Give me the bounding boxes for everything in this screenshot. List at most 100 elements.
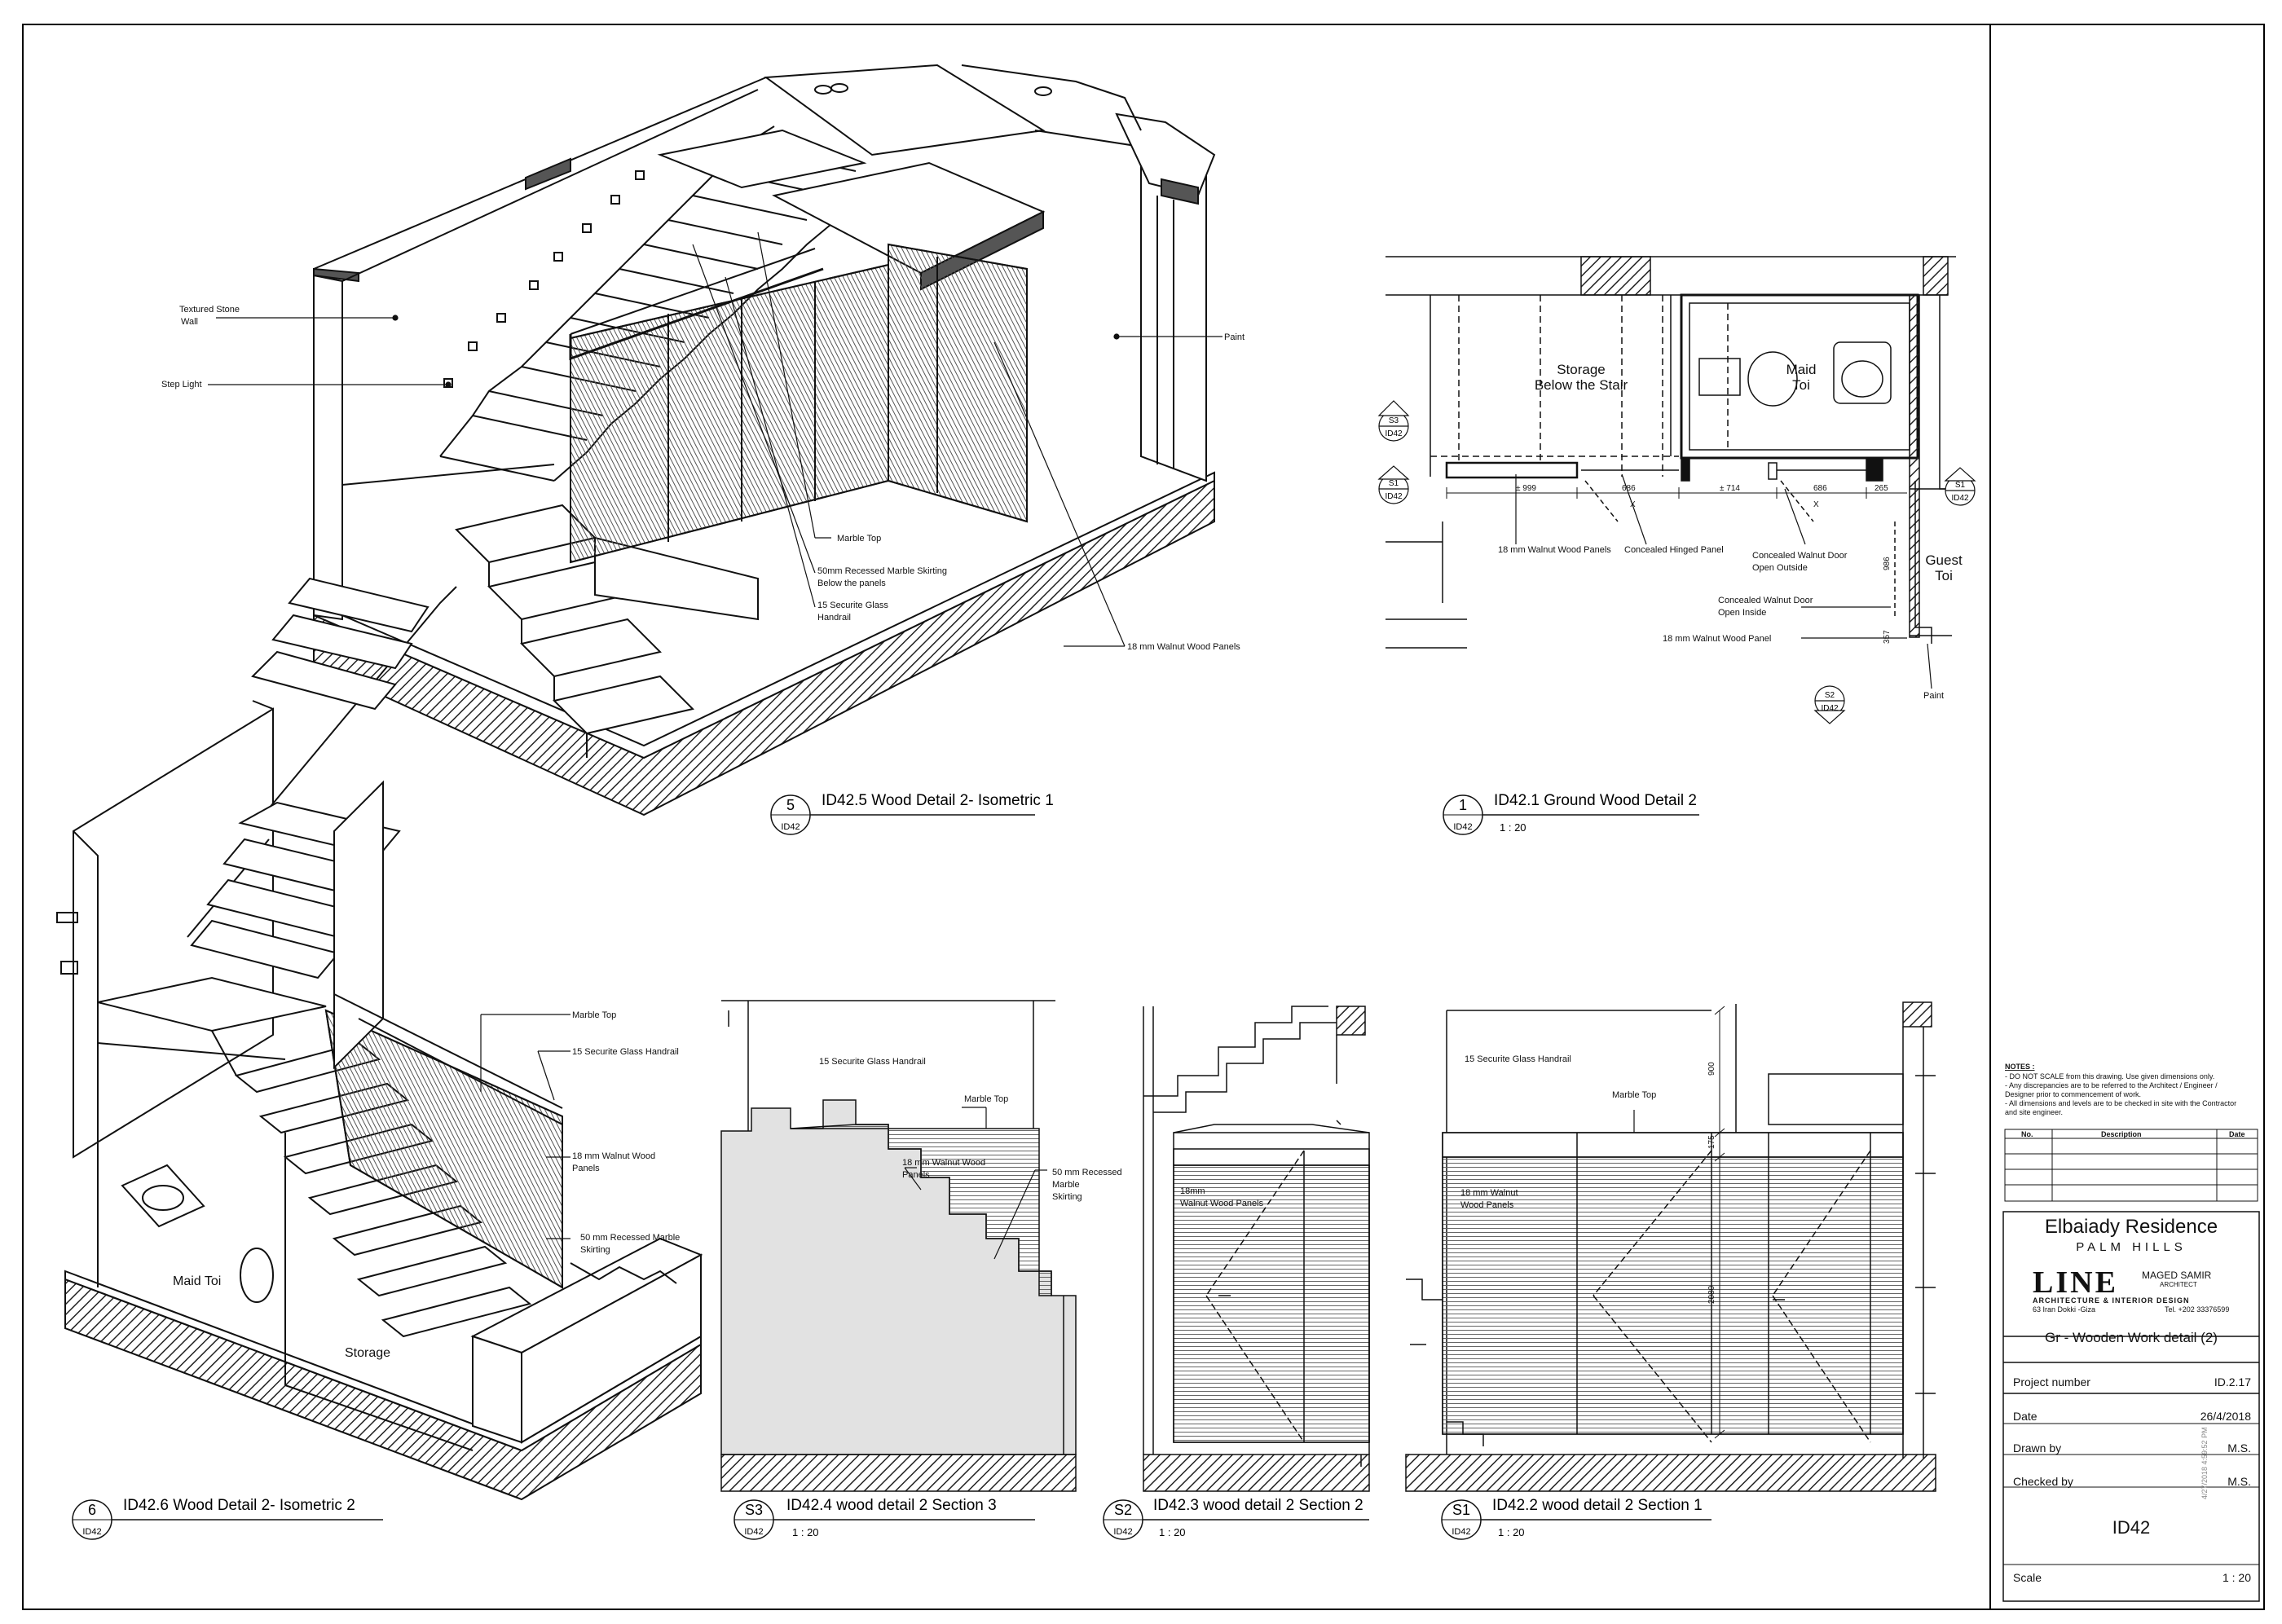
svg-text:Panels: Panels	[902, 1170, 930, 1180]
svg-text:15 Securite Glass Handrail: 15 Securite Glass Handrail	[572, 1047, 679, 1057]
svg-text:Open Outside: Open Outside	[1752, 563, 1808, 573]
svg-text:50mm Recessed Marble Skirting: 50mm Recessed Marble Skirting	[817, 566, 947, 576]
svg-text:18 mm Walnut Wood Panels: 18 mm Walnut Wood Panels	[1498, 545, 1611, 555]
svg-text:S3: S3	[1389, 416, 1399, 425]
svg-text:ID42: ID42	[82, 1527, 101, 1537]
svg-text:S2: S2	[1825, 691, 1835, 700]
title-block-frame	[2002, 1211, 2260, 1602]
svg-text:175: 175	[1707, 1135, 1716, 1149]
svg-text:Storage: Storage	[1557, 362, 1606, 377]
svg-text:265: 265	[1874, 484, 1888, 493]
svg-text:ID42.3 wood detail 2 Section: ID42.3 wood detail 2 Section 2	[1153, 1497, 1363, 1514]
svg-text:Skirting: Skirting	[1052, 1192, 1082, 1202]
plan-leaders	[1515, 473, 1932, 689]
field-value-checked-by: M.S.	[2227, 1475, 2251, 1488]
svg-text:1 : 20: 1 : 20	[1498, 1526, 1525, 1538]
field-value-project-number: ID.2.17	[2214, 1375, 2251, 1389]
svg-text:ID42: ID42	[1385, 492, 1403, 501]
svg-text:18 mm Walnut Wood: 18 mm Walnut Wood	[902, 1158, 985, 1168]
scale-value: 1 : 20	[2222, 1571, 2251, 1584]
svg-text:50 mm Recessed Marble: 50 mm Recessed Marble	[580, 1233, 680, 1243]
svg-text:Marble Top: Marble Top	[964, 1094, 1008, 1104]
iso2-room-labels: Maid Toi Storage	[173, 1274, 390, 1360]
svg-text:Concealed Walnut Door: Concealed Walnut Door	[1752, 551, 1848, 561]
svg-text:ID42: ID42	[1951, 494, 1969, 503]
svg-text:18 mm Walnut Wood Panel: 18 mm Walnut Wood Panel	[1663, 634, 1771, 644]
svg-text:Concealed Hinged Panel: Concealed Hinged Panel	[1624, 545, 1724, 555]
svg-text:S3: S3	[745, 1502, 763, 1518]
field-label-checked-by: Checked by	[2013, 1475, 2073, 1488]
svg-text:Paint: Paint	[1224, 332, 1245, 342]
svg-text:and site engineer.: and site engineer.	[2005, 1108, 2063, 1116]
svg-text:Walnut Wood Panels: Walnut Wood Panels	[1180, 1199, 1264, 1208]
svg-text:Marble Top: Marble Top	[1612, 1090, 1656, 1100]
svg-text:ID42.5 Wood Detail 2- Isometr: ID42.5 Wood Detail 2- Isometric 1	[822, 792, 1054, 809]
svg-text:2080: 2080	[1707, 1285, 1716, 1304]
svg-text:No.: No.	[2021, 1130, 2033, 1138]
sec1-dimensions: 900 175 2080	[1707, 1062, 1716, 1304]
isometric-1-view	[313, 64, 1216, 816]
svg-text:Toi: Toi	[1792, 377, 1810, 393]
isometric-2-view	[56, 577, 703, 1501]
svg-text:ID42: ID42	[1385, 429, 1403, 438]
sheet-number: ID42	[2112, 1517, 2151, 1538]
project-location: PALM HILLS	[2076, 1240, 2187, 1254]
sec2-view-title: S2 ID42 ID42.3 wood detail 2 Section 2 1…	[1103, 1497, 1369, 1540]
svg-text:1: 1	[1459, 797, 1467, 813]
iso1-leaders	[208, 231, 1222, 647]
svg-text:1 : 20: 1 : 20	[1159, 1526, 1186, 1538]
plan-section-tags: S3 ID42 S1 ID42 S1 ID42 S2 ID42	[1377, 400, 1976, 724]
svg-text:Storage: Storage	[345, 1346, 390, 1360]
svg-text:NOTES :: NOTES :	[2005, 1063, 2035, 1071]
svg-text:S1: S1	[1955, 481, 1966, 490]
svg-text:Skirting: Skirting	[580, 1245, 610, 1255]
svg-text:S1: S1	[1389, 479, 1399, 488]
field-label-date: Date	[2013, 1410, 2037, 1423]
svg-text:S1: S1	[1452, 1502, 1470, 1518]
svg-text:686: 686	[1813, 484, 1827, 493]
svg-text:Below the panels: Below the panels	[817, 579, 886, 588]
svg-text:15 Securite Glass Handrail: 15 Securite Glass Handrail	[819, 1057, 926, 1067]
svg-text:Panels: Panels	[572, 1164, 600, 1173]
sec3-callout-texts: 15 Securite Glass Handrail Marble Top 18…	[819, 1057, 1122, 1202]
svg-text:1 : 20: 1 : 20	[1500, 821, 1526, 834]
svg-text:15 Securite Glass: 15 Securite Glass	[817, 601, 888, 610]
svg-text:18 mm Walnut Wood Panels: 18 mm Walnut Wood Panels	[1127, 642, 1240, 652]
svg-text:Description: Description	[2101, 1130, 2142, 1138]
svg-text:Marble: Marble	[1052, 1180, 1080, 1190]
svg-text:ID42: ID42	[781, 822, 800, 832]
svg-text:50 mm Recessed: 50 mm Recessed	[1052, 1168, 1122, 1177]
firm-address: 63 Iran Dokki -Giza	[2033, 1305, 2096, 1314]
field-value-date: 26/4/2018	[2200, 1410, 2251, 1423]
svg-text:± 999: ± 999	[1516, 484, 1536, 493]
svg-text:Wood Panels: Wood Panels	[1460, 1200, 1514, 1210]
firm-tel: Tel. +202 33376599	[2165, 1305, 2230, 1314]
plan-room-labels: Storage Below the Stair Maid Toi Guest T…	[1535, 362, 1963, 583]
svg-text:18 mm Walnut: 18 mm Walnut	[1460, 1188, 1518, 1198]
svg-text:Step Light: Step Light	[161, 380, 202, 389]
sec1-callout-texts: 15 Securite Glass Handrail Marble Top 18…	[1460, 1054, 1656, 1210]
svg-text:X: X	[1813, 500, 1819, 509]
svg-text:ID42.2 wood detail 2 Section: ID42.2 wood detail 2 Section 1	[1492, 1497, 1703, 1514]
ground-plan-view	[1386, 256, 1956, 649]
svg-text:ID42.6 Wood Detail 2- Isometr: ID42.6 Wood Detail 2- Isometric 2	[123, 1497, 355, 1514]
svg-text:Toi: Toi	[1935, 568, 1953, 583]
svg-text:Open Inside: Open Inside	[1718, 608, 1766, 618]
svg-text:ID42: ID42	[744, 1527, 763, 1537]
svg-text:15 Securite Glass Handrail: 15 Securite Glass Handrail	[1465, 1054, 1571, 1064]
sheet-border	[22, 24, 2265, 1610]
plan-view-title: 1 ID42 ID42.1 Ground Wood Detail 2 1 : 2…	[1443, 792, 1699, 835]
svg-text:357: 357	[1883, 630, 1892, 644]
firm-tagline: ARCHITECTURE & INTERIOR DESIGN	[2033, 1296, 2190, 1305]
project-name: Elbaiady Residence	[2044, 1216, 2218, 1238]
svg-text:ID42.1 Ground Wood Detail 2: ID42.1 Ground Wood Detail 2	[1494, 792, 1697, 809]
svg-text:Marble Top: Marble Top	[837, 534, 881, 544]
iso2-callout-texts: Marble Top 15 Securite Glass Handrail 18…	[572, 1010, 680, 1255]
svg-text:ID42: ID42	[1821, 704, 1839, 713]
plan-dimensions: ± 999 686 ± 714 686 265 X X 986 357	[1516, 484, 1892, 644]
sec3-view-title: S3 ID42 ID42.4 wood detail 2 Section 3 1…	[734, 1497, 1035, 1540]
scale-label: Scale	[2013, 1571, 2042, 1584]
svg-text:S2: S2	[1114, 1502, 1132, 1518]
section-2-view	[1143, 1006, 1370, 1492]
